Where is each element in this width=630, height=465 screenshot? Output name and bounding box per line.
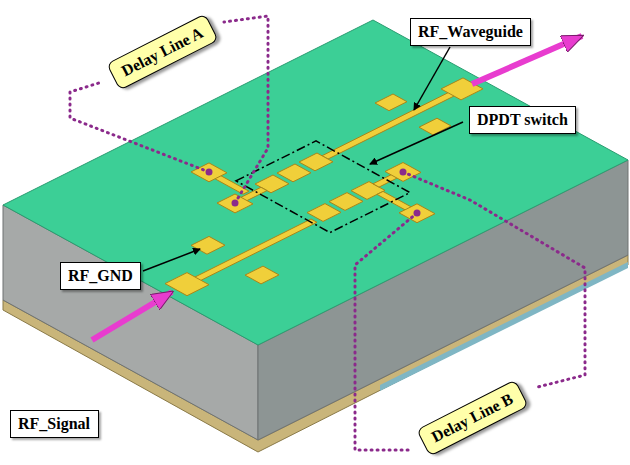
label-text: RF_Signal [18,414,91,434]
leader-arrow [414,47,450,110]
delay-path [70,82,209,172]
delay-path [403,172,585,388]
path-dots [206,169,421,217]
ground-pad [245,266,279,284]
path-dot [400,169,407,176]
circuit-layout [71,56,579,318]
ground-pad [191,236,225,254]
ground-pad [375,94,407,111]
callout-box: RF_Waveguide [410,18,531,46]
switch-pad [277,164,311,182]
delay-pad [217,194,253,213]
switch-outline [236,141,410,233]
callout-box: RF_Signal [10,410,99,438]
output-line [322,91,458,159]
switch-pad [307,204,341,222]
label-text: RF_GND [68,266,133,286]
callout-box: RF_GND [60,262,141,290]
switch-pad [299,153,333,171]
ground-pad [419,118,451,135]
label-text: Delay Line A [118,23,206,81]
delay-pad [399,204,435,223]
label-text: RF_Waveguide [418,22,523,42]
delay-line-label: Delay Line A [106,13,219,90]
label-text: Delay Line B [428,389,516,447]
input-arrow [92,292,172,340]
callout-box: DPDT switch [469,106,576,134]
leader-arrow [143,249,200,271]
leader-arrow [370,122,463,164]
path-dot [232,200,239,207]
top-face [3,20,628,345]
delay-pad [385,163,421,182]
delay-pad [191,163,227,182]
delay-line-label: Delay Line B [416,379,529,456]
delay-path [224,16,268,203]
delay-path [355,213,417,450]
path-dot [206,169,213,176]
switch-pad [329,193,363,211]
label-text: DPDT switch [477,110,568,130]
path-dot [414,210,421,217]
